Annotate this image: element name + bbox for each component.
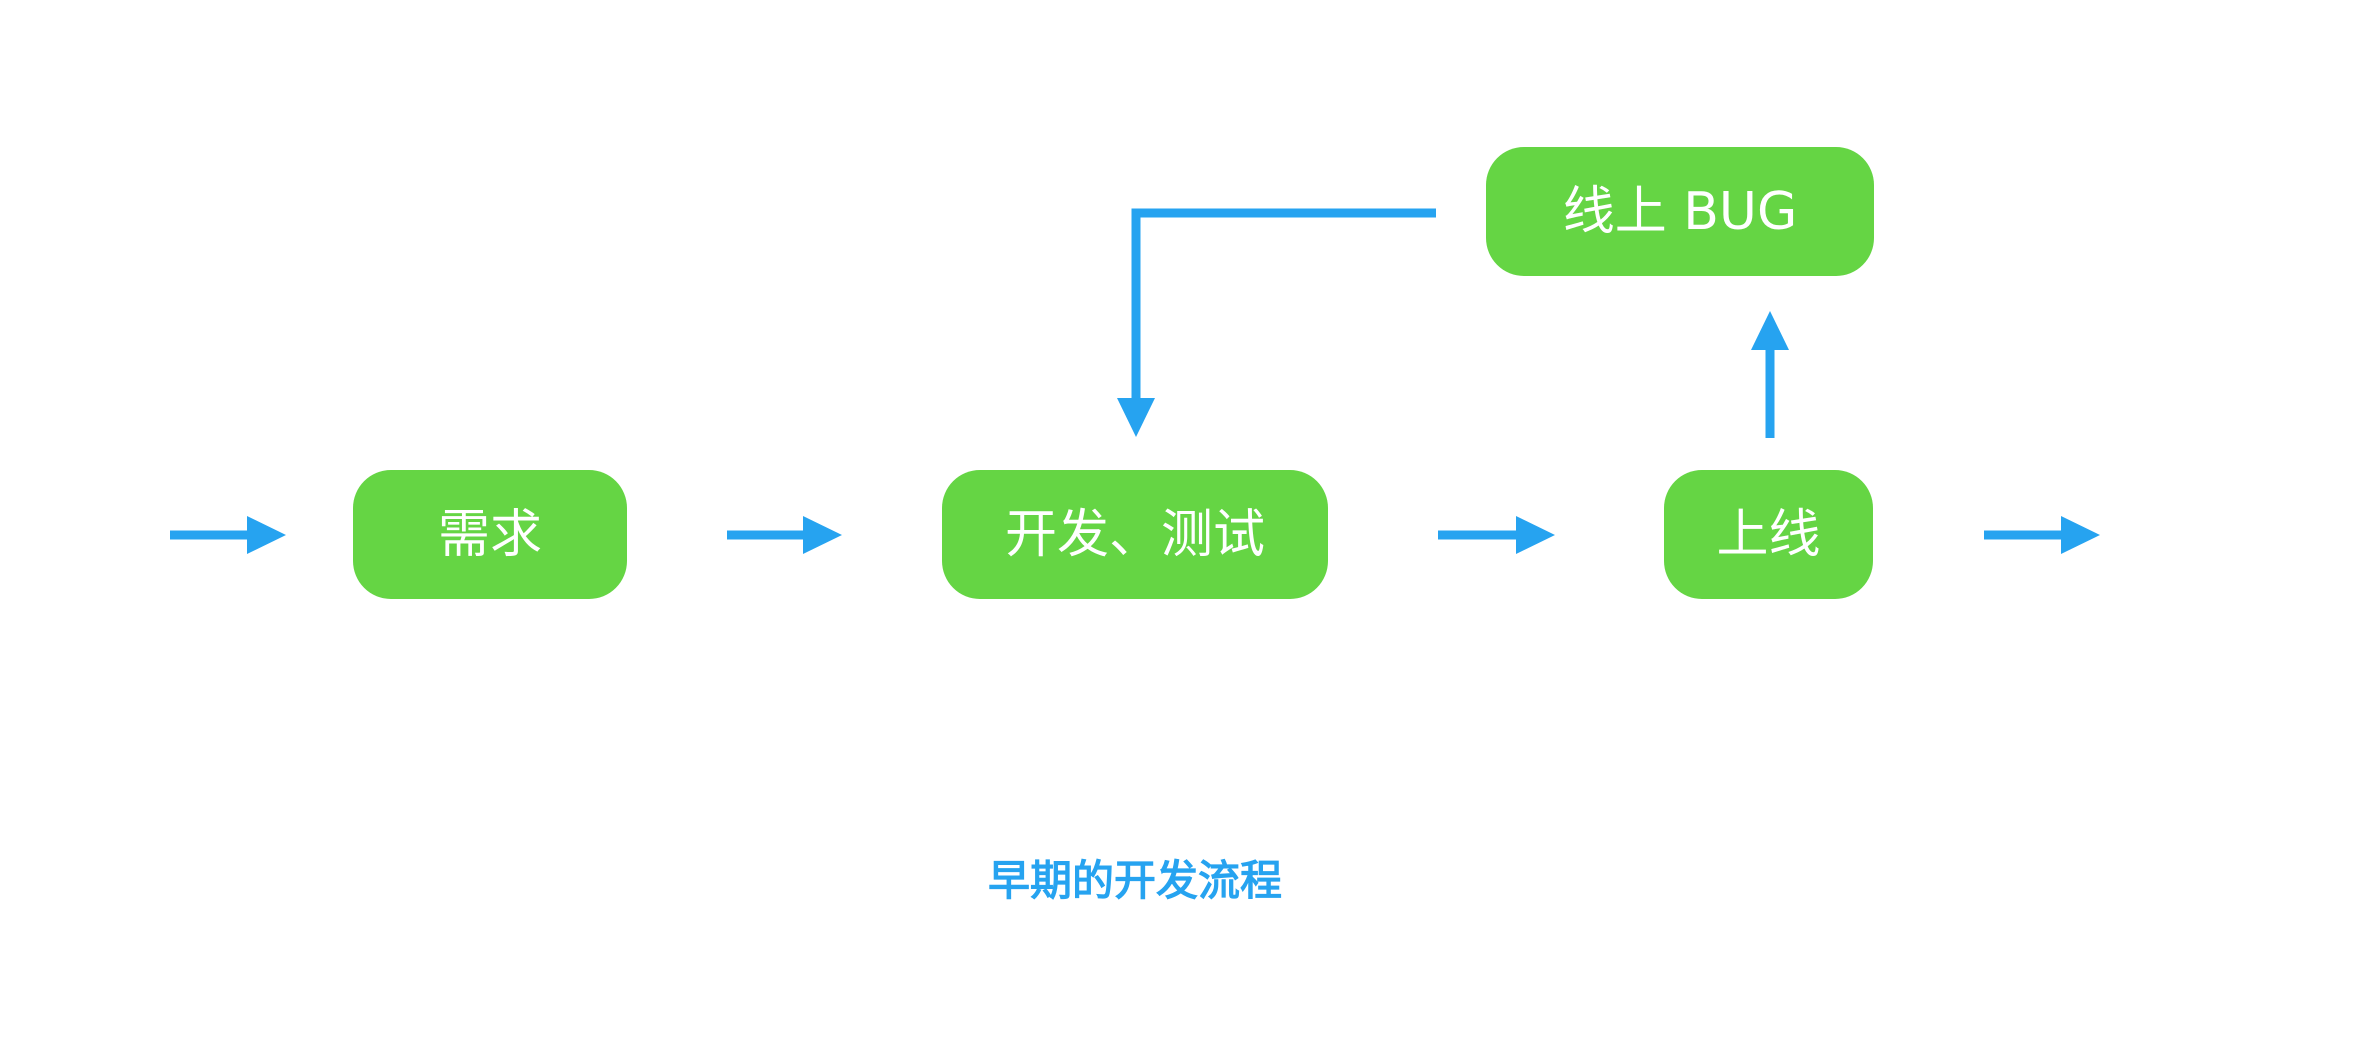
arrow-release-to-online-bug xyxy=(1751,311,1789,438)
arrow-requirements-to-dev-test xyxy=(727,516,842,554)
arrow-online-bug-to-dev-test xyxy=(1117,208,1436,437)
arrow-dev-test-to-release xyxy=(1438,516,1555,554)
node-label: 线上 BUG xyxy=(1562,181,1798,242)
node-label: 需求 xyxy=(437,504,542,565)
node-release: 上线 xyxy=(1664,470,1873,599)
node-label: 开发、测试 xyxy=(1004,504,1265,565)
node-dev-test: 开发、测试 xyxy=(942,470,1328,599)
arrow-exit xyxy=(1984,516,2100,554)
node-label: 上线 xyxy=(1716,504,1821,565)
node-requirements: 需求 xyxy=(353,470,627,599)
diagram-caption: 早期的开发流程 xyxy=(987,856,1282,905)
node-online-bug: 线上 BUG xyxy=(1486,147,1874,276)
arrow-entry xyxy=(170,516,286,554)
